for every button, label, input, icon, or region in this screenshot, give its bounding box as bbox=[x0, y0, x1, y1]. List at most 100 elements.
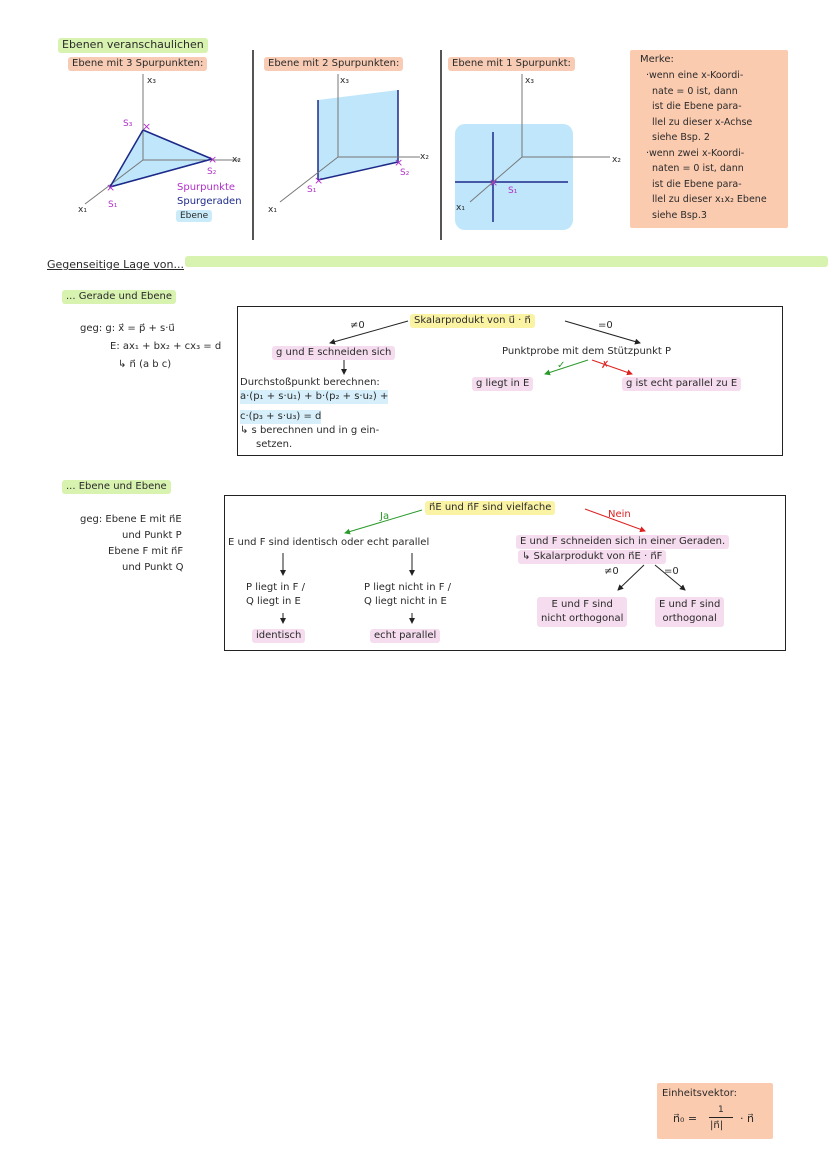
merke-line: ·wenn zwei x-Koordi- bbox=[646, 147, 745, 159]
p3-s1: S₁ bbox=[508, 186, 518, 196]
p1-s1: S₁ bbox=[108, 200, 118, 210]
ee-p-nicht-line: Q liegt nicht in E bbox=[364, 596, 447, 607]
merke-line: llel zu dieser x₁x₂ Ebene bbox=[652, 194, 767, 205]
ee-nein: Nein bbox=[608, 509, 631, 520]
ee-p-liegt-line: P liegt in F / bbox=[246, 582, 305, 593]
merke-line: siehe Bsp.3 bbox=[652, 209, 707, 221]
ge-durchstoss-line: ↳ s berechnen und in g ein- bbox=[240, 425, 380, 436]
ee-skalar: ↳ Skalarprodukt von n⃗E · n⃗F bbox=[518, 550, 667, 564]
panel3-heading: Ebene mit 1 Spurpunkt: bbox=[448, 57, 575, 71]
panel3-diagram: × bbox=[455, 74, 610, 230]
ge-neq0: ≠0 bbox=[350, 320, 365, 331]
subtitle-gerade-ebene: ... Gerade und Ebene bbox=[62, 290, 177, 304]
ge-flow-box bbox=[237, 306, 783, 456]
panel1-heading: Ebene mit 3 Spurpunkten: bbox=[68, 57, 208, 71]
ge-liegt-in: g liegt in E bbox=[472, 377, 534, 391]
legend-ebene: Ebene bbox=[176, 210, 213, 223]
ee-center: n⃗E und n⃗F sind vielfache bbox=[425, 501, 556, 515]
panel1-diagram: × × × bbox=[84, 74, 240, 205]
merke-title: Merke: bbox=[640, 54, 674, 65]
ee-identisch: identisch bbox=[252, 629, 306, 643]
merke-line: nate = 0 ist, dann bbox=[652, 85, 738, 97]
ge-given-3: ↳ n⃗ (a b c) bbox=[118, 359, 172, 370]
einheit-rhs: · n⃗ bbox=[740, 1112, 754, 1125]
ee-given-3: Ebene F mit n⃗F bbox=[108, 546, 184, 557]
ge-check: ✓ bbox=[557, 360, 566, 371]
einheit-num: 1 bbox=[718, 1105, 724, 1115]
ee-nicht-orth: E und F sind nicht orthogonal bbox=[537, 597, 628, 627]
p1-s2: S₂ bbox=[207, 167, 217, 177]
p1-x3: x₃ bbox=[147, 76, 156, 86]
merke-line: ist die Ebene para- bbox=[652, 101, 742, 112]
merke-line: siehe Bsp. 2 bbox=[652, 132, 710, 143]
ge-durchstoss-line: Durchstoßpunkt berechnen: bbox=[240, 377, 380, 388]
section-title-bar bbox=[185, 256, 828, 267]
merke-line: llel zu dieser x-Achse bbox=[652, 116, 753, 128]
ee-orth-line: orthogonal bbox=[662, 613, 717, 624]
ee-given-2: und Punkt P bbox=[122, 530, 182, 541]
ge-center: Skalarprodukt von u⃗ · n⃗ bbox=[410, 314, 535, 328]
ge-durchstoss-line: a·(p₁ + s·u₁) + b·(p₂ + s·u₂) + bbox=[240, 390, 389, 404]
ee-orth-line: E und F sind bbox=[659, 599, 721, 610]
section-title-ebenen: Ebenen veranschaulichen bbox=[58, 38, 208, 53]
p2-s1: S₁ bbox=[307, 185, 317, 195]
einheit-lhs: n⃗₀ = bbox=[673, 1112, 698, 1125]
legend-spurpunkte: Spurpunkte bbox=[177, 182, 236, 193]
p2-x2: x₂ bbox=[420, 152, 429, 162]
svg-text:×: × bbox=[106, 181, 115, 194]
ee-given-4: und Punkt Q bbox=[122, 562, 184, 573]
ee-p-nicht-line: P liegt nicht in F / bbox=[364, 582, 452, 593]
ge-schneiden: g und E schneiden sich bbox=[272, 346, 396, 360]
svg-text:×: × bbox=[208, 153, 217, 166]
panel2-heading: Ebene mit 2 Spurpunkten: bbox=[264, 57, 404, 71]
panel2-diagram: × × bbox=[279, 74, 420, 203]
p3-x3: x₃ bbox=[525, 76, 534, 86]
einheit-fraction-bar bbox=[709, 1117, 733, 1118]
svg-text:×: × bbox=[142, 120, 151, 133]
ee-flow-box bbox=[224, 495, 786, 651]
merke-lines: ·wenn eine x-Koordi- nate = 0 ist, dann … bbox=[646, 68, 767, 223]
legend-spurgeraden: Spurgeraden bbox=[177, 196, 242, 207]
ge-cross: ✗ bbox=[601, 360, 610, 371]
ge-punktprobe: Punktprobe mit dem Stützpunkt P bbox=[502, 346, 672, 357]
p1-x1: x₁ bbox=[78, 205, 87, 215]
ee-left-result: E und F sind identisch oder echt paralle… bbox=[228, 537, 430, 548]
ee-eq0: =0 bbox=[664, 566, 679, 577]
p3-x1: x₁ bbox=[456, 203, 465, 213]
ee-neq0: ≠0 bbox=[604, 566, 619, 577]
ee-orth: E und F sind orthogonal bbox=[655, 597, 725, 627]
svg-text:×: × bbox=[314, 174, 323, 187]
ge-durchstoss: Durchstoßpunkt berechnen: a·(p₁ + s·u₁) … bbox=[240, 376, 389, 452]
ee-nicht-orth-line: nicht orthogonal bbox=[541, 613, 624, 624]
p2-x3: x₃ bbox=[340, 76, 349, 86]
divider-1 bbox=[252, 50, 254, 240]
einheitsvektor-box: Einheitsvektor: n⃗₀ = 1 |n⃗| · n⃗ bbox=[657, 1083, 773, 1139]
subtitle-ebene-ebene: ... Ebene und Ebene bbox=[62, 480, 171, 494]
svg-text:×: × bbox=[394, 156, 403, 169]
ee-echt-parallel: echt parallel bbox=[370, 629, 441, 643]
merke-line: ist die Ebene para- bbox=[652, 178, 742, 190]
einheit-title: Einheitsvektor: bbox=[662, 1088, 738, 1099]
ge-eq0: =0 bbox=[598, 320, 613, 331]
ee-ja: Ja bbox=[380, 511, 390, 522]
merke-box: Merke: ·wenn eine x-Koordi- nate = 0 ist… bbox=[630, 50, 788, 228]
ee-right-result: E und F schneiden sich in einer Geraden. bbox=[516, 535, 730, 549]
ge-given-1: geg: g: x⃗ = p⃗ + s·u⃗ bbox=[80, 323, 175, 334]
p2-s2: S₂ bbox=[400, 168, 410, 178]
section-title-lage: Gegenseitige Lage von... bbox=[47, 258, 185, 271]
ee-given-1: geg: Ebene E mit n⃗E bbox=[80, 514, 182, 525]
ee-nicht-orth-line: E und F sind bbox=[551, 599, 613, 610]
ge-durchstoss-line: c·(p₃ + s·u₃) = d bbox=[240, 410, 322, 424]
ee-p-liegt: P liegt in F / Q liegt in E bbox=[246, 581, 305, 609]
ge-durchstoss-line: setzen. bbox=[256, 439, 293, 450]
p1-s3: S₃ bbox=[123, 119, 133, 129]
merke-line: naten = 0 ist, dann bbox=[652, 163, 744, 174]
p1-x2: x₂ bbox=[232, 155, 241, 165]
divider-2 bbox=[440, 50, 442, 240]
p3-x2: x₂ bbox=[612, 155, 621, 165]
p2-x1: x₁ bbox=[268, 205, 277, 215]
merke-line: ·wenn eine x-Koordi- bbox=[646, 70, 744, 81]
ge-echt-parallel: g ist echt parallel zu E bbox=[622, 377, 742, 391]
